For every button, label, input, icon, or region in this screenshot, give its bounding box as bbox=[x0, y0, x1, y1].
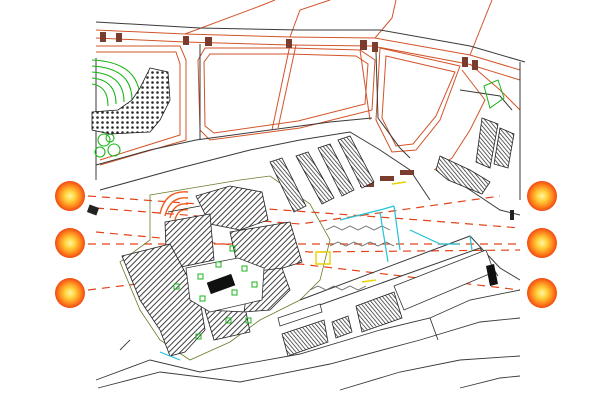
park-planted-bed bbox=[91, 67, 171, 135]
courtyard-feature bbox=[206, 273, 236, 295]
sun-markers bbox=[55, 181, 557, 308]
sun-icon bbox=[55, 181, 85, 211]
lower-zone bbox=[86, 181, 521, 361]
road-posts bbox=[100, 32, 478, 187]
sun-icon bbox=[527, 228, 557, 258]
main-building-complex bbox=[119, 175, 331, 361]
sun-icon bbox=[55, 278, 85, 308]
sun-icon bbox=[527, 181, 557, 211]
property-boundaries bbox=[95, 21, 526, 216]
lower-roads bbox=[95, 289, 521, 391]
right-buildings bbox=[435, 117, 515, 195]
amphitheater bbox=[159, 191, 189, 221]
sun-icon bbox=[55, 228, 85, 258]
sun-icon bbox=[527, 278, 557, 308]
row-buildings bbox=[269, 135, 375, 213]
park-area bbox=[91, 59, 171, 158]
